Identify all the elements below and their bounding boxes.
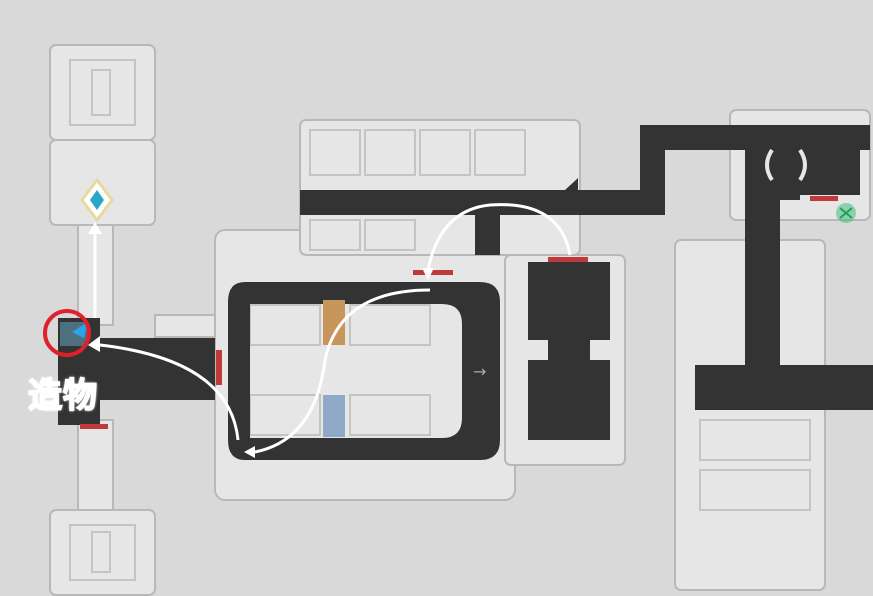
space-anchor-icon[interactable] [80, 177, 114, 223]
room-details [69, 59, 811, 581]
orange-tile [323, 300, 345, 345]
player-arrow-icon [72, 322, 88, 338]
marker-label: 造物 [27, 375, 98, 417]
arrow-right-icon: → [473, 362, 486, 381]
marker-circle[interactable] [43, 309, 91, 357]
route-paths [93, 203, 572, 454]
room-brackets [765, 148, 807, 182]
route-arrowheads [88, 222, 434, 458]
gate [328, 345, 340, 395]
treasure-icon[interactable] [836, 203, 856, 223]
blue-tile [323, 395, 345, 437]
doors [80, 196, 838, 429]
